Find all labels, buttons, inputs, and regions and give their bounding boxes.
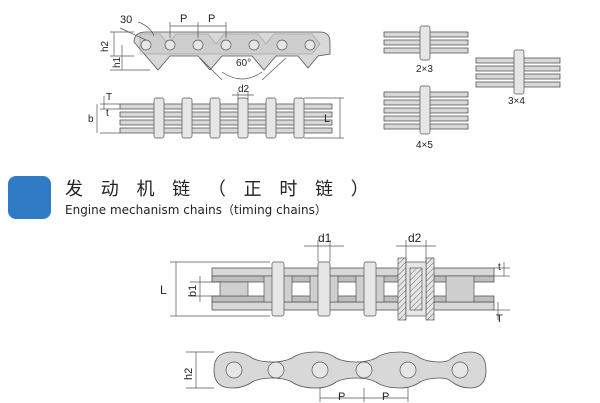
pin-hole	[276, 39, 288, 51]
pin-head	[265, 97, 277, 139]
link-hole	[225, 361, 243, 379]
pin	[317, 261, 331, 317]
section-title-en: Engine mechanism chains（timing chains）	[65, 203, 327, 217]
T-label: T	[496, 313, 503, 325]
variant-3x4-label: 3×4	[508, 96, 525, 107]
h1-label: h1	[112, 56, 123, 68]
variant-2x3: 2×3	[383, 25, 469, 75]
t-label: t	[106, 108, 109, 119]
roller-chain-plan-view: d1 d2 L b1 t T	[160, 231, 510, 325]
link-hole	[451, 361, 469, 379]
pin-hole	[248, 39, 260, 51]
link-hole	[355, 361, 373, 379]
pin-hole	[192, 39, 204, 51]
link-hole	[399, 361, 417, 379]
section-title-cn: 发 动 机 链 （ 正 时 链 ）	[65, 179, 375, 200]
pin-hole	[140, 39, 152, 51]
h2-label: h2	[100, 40, 111, 52]
b1-label: b1	[187, 285, 199, 297]
t-label: t	[498, 262, 501, 273]
pin-head	[293, 97, 305, 139]
angle-60-label: 60°	[236, 58, 251, 69]
link-hole	[311, 361, 329, 379]
h2-label: h2	[183, 368, 195, 380]
roller	[219, 281, 249, 297]
variant-2x3-label: 2×3	[416, 64, 433, 75]
roller-chain-side-view: h2 P P	[183, 351, 487, 403]
T-label: T	[106, 92, 112, 103]
L-label: L	[324, 113, 330, 125]
pin-head	[153, 97, 165, 139]
variant-3x4: 3×4	[475, 49, 561, 107]
pin-hole	[304, 39, 316, 51]
pitch-label: P	[338, 391, 345, 403]
pin-head	[209, 97, 221, 139]
angle-30-label: 30	[120, 14, 132, 26]
pitch-label: P	[382, 391, 389, 403]
pin-head	[237, 97, 249, 139]
pin-head	[181, 97, 193, 139]
d2-label: d2	[238, 84, 250, 95]
roller	[445, 275, 475, 303]
pitch-label: P	[208, 13, 215, 25]
sectioned-link	[397, 257, 435, 321]
silent-chain-side-view: P P 30 60° h2 h1	[100, 13, 331, 81]
link-hole	[267, 361, 285, 379]
section-icon	[8, 176, 51, 219]
pin-hole	[164, 39, 176, 51]
pin	[363, 261, 377, 317]
b-label: b	[88, 114, 94, 125]
pitch-label: P	[180, 13, 187, 25]
L-label: L	[160, 283, 167, 297]
variant-4x5-label: 4×5	[416, 140, 433, 151]
d2-label: d2	[408, 231, 422, 245]
variant-4x5: 4×5	[383, 85, 469, 151]
d1-label: d1	[318, 231, 332, 245]
pin-hole	[220, 39, 232, 51]
silent-chain-plan-view: d2 T t b L	[88, 84, 344, 139]
pin	[271, 261, 285, 317]
